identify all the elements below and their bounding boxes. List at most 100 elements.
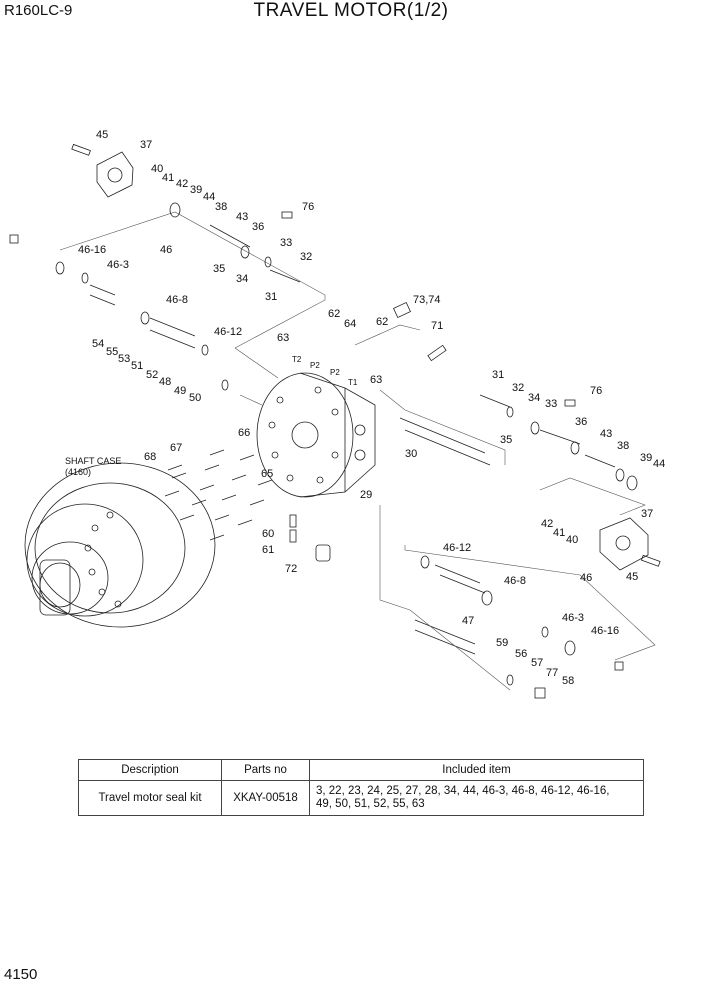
- callout: 46: [160, 244, 172, 256]
- callout: 33: [280, 237, 292, 249]
- callout: 46-12: [214, 326, 242, 338]
- port-label: T1: [348, 378, 358, 387]
- callout: 32: [300, 251, 312, 263]
- callout: 40: [151, 163, 163, 175]
- callout: 63: [370, 374, 382, 386]
- shaft-case: [24, 462, 216, 628]
- model-label: R160LC-9: [4, 2, 73, 19]
- callout: 46-16: [78, 244, 106, 256]
- callout: 46-3: [562, 612, 584, 624]
- callout: 46-8: [504, 575, 526, 587]
- callout: 57: [531, 657, 543, 669]
- callout: 61: [262, 544, 274, 556]
- callout: 46-16: [591, 625, 619, 637]
- callout: 41: [553, 527, 565, 539]
- callout: 32: [512, 382, 524, 394]
- column-header-parts-no: Parts no: [221, 759, 310, 781]
- plugs: [9, 211, 624, 699]
- port-label: P2: [310, 361, 320, 370]
- callout: 49: [174, 385, 186, 397]
- callout: 37: [641, 508, 653, 520]
- callout: 38: [215, 201, 227, 213]
- callout: 51: [131, 360, 143, 372]
- callout: 54: [92, 338, 104, 350]
- callout: 29: [360, 489, 372, 501]
- callout: 72: [285, 563, 297, 575]
- callout: 59: [496, 637, 508, 649]
- callout: 55: [106, 346, 118, 358]
- callout: 43: [236, 211, 248, 223]
- port-label: P2: [330, 368, 340, 377]
- callout: 66: [238, 427, 250, 439]
- callout: 34: [236, 273, 248, 285]
- callout: 62: [376, 316, 388, 328]
- callout: 48: [159, 376, 171, 388]
- callout: 63: [277, 332, 289, 344]
- callout: 64: [344, 318, 356, 330]
- callout: 36: [575, 416, 587, 428]
- callout: 53: [118, 353, 130, 365]
- callout: 30: [405, 448, 417, 460]
- callout: 50: [189, 392, 201, 404]
- page-number: 4150: [4, 966, 38, 983]
- callout: 60: [262, 528, 274, 540]
- page-title: TRAVEL MOTOR(1/2): [253, 0, 449, 21]
- port-labels: T2 P2 P2 T1: [292, 355, 358, 387]
- callout: 52: [146, 369, 158, 381]
- callout: 39: [640, 452, 652, 464]
- table-row: Travel motor seal kit XKAY-00518 3, 22, …: [78, 780, 644, 816]
- included-items-line: 3, 22, 23, 24, 25, 27, 28, 34, 44, 46-3,…: [316, 785, 610, 797]
- cell-included-item: 3, 22, 23, 24, 25, 27, 28, 34, 44, 46-3,…: [309, 780, 644, 816]
- callout: 67: [170, 442, 182, 454]
- callout: 42: [541, 518, 553, 530]
- callout: 46-12: [443, 542, 471, 554]
- callout: 71: [431, 320, 443, 332]
- callout: 39: [190, 184, 202, 196]
- port-label: T2: [292, 355, 302, 364]
- callout: 56: [515, 648, 527, 660]
- callout: 42: [176, 178, 188, 190]
- callout: 46: [580, 572, 592, 584]
- callout: 47: [462, 615, 474, 627]
- shaft-case-code: (4160): [65, 467, 91, 477]
- callout: 34: [528, 392, 540, 404]
- callout: 44: [653, 458, 665, 470]
- shaft-case-label: SHAFT CASE: [65, 456, 121, 466]
- column-header-included-item: Included item: [309, 759, 644, 781]
- callout: 35: [500, 434, 512, 446]
- callout: 40: [566, 534, 578, 546]
- callout: 44: [203, 191, 215, 203]
- callout: 58: [562, 675, 574, 687]
- callout: 68: [144, 451, 156, 463]
- table-header-row: Description Parts no Included item: [78, 759, 644, 781]
- callout: 43: [600, 428, 612, 440]
- callout: 77: [546, 667, 558, 679]
- motor-housing: [256, 372, 376, 498]
- seal-kit-table: Description Parts no Included item Trave…: [78, 759, 644, 816]
- callout: 35: [213, 263, 225, 275]
- piston-springs: [164, 224, 616, 541]
- callout: 46-8: [166, 294, 188, 306]
- callout: 76: [302, 201, 314, 213]
- cover-flange-right: [599, 517, 661, 571]
- spool-valves: [89, 284, 491, 655]
- callout: 31: [265, 291, 277, 303]
- callout: 33: [545, 398, 557, 410]
- callout: 76: [590, 385, 602, 397]
- callout: 38: [617, 440, 629, 452]
- callout: 45: [626, 571, 638, 583]
- callout: 46-3: [107, 259, 129, 271]
- callout: 41: [162, 172, 174, 184]
- callout: 73,74: [413, 294, 441, 306]
- group-brackets: [59, 211, 656, 691]
- cover-flange-top: [71, 143, 134, 198]
- callout: 31: [492, 369, 504, 381]
- included-items-line: 49, 50, 51, 52, 55, 63: [316, 798, 425, 810]
- cell-parts-no: XKAY-00518: [221, 780, 310, 816]
- callout: 62: [328, 308, 340, 320]
- callout: 65: [261, 468, 273, 480]
- callout: 45: [96, 129, 108, 141]
- callout: 37: [140, 139, 152, 151]
- cell-description: Travel motor seal kit: [78, 780, 222, 816]
